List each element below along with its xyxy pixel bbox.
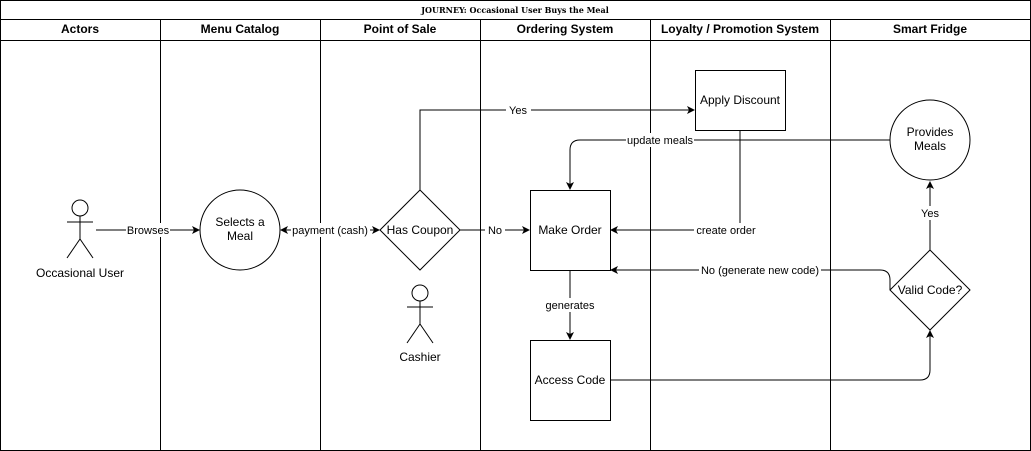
provides-meals-label-line2: Meals	[914, 139, 946, 153]
edge-label-generates: generates	[546, 300, 595, 312]
edge-label-bg	[543, 298, 597, 312]
edge-label-bg	[506, 103, 531, 117]
edge-label-no-new-code: No (generate new code)	[701, 265, 819, 277]
edge-label-browses: Browses	[127, 225, 170, 237]
make-order-node	[530, 190, 611, 271]
edge-label-bg	[485, 223, 505, 237]
occasional-user-icon	[66, 199, 94, 259]
edge-label-update-meals: update meals	[627, 135, 694, 147]
edge-access-to-validate	[610, 330, 934, 381]
apply-discount-node	[695, 70, 786, 131]
edge-label-bg	[694, 223, 758, 237]
apply-discount-label: Apply Discount	[700, 93, 781, 107]
lane-header-loyalty-promotion: Loyalty / Promotion System	[661, 22, 819, 36]
diagram-title: JOURNEY: Occasional User Buys the Meal	[420, 5, 609, 15]
edge-label-yes-provide: Yes	[921, 208, 939, 220]
access-code-node	[530, 340, 611, 421]
selects-meal-label-line2: Meal	[227, 229, 253, 243]
lane-header-actors: Actors	[61, 22, 99, 36]
edge-label-no: No	[488, 225, 502, 237]
lane-header-ordering-system: Ordering System	[517, 22, 614, 36]
valid-code-label: Valid Code?	[898, 283, 963, 297]
valid-code-node	[889, 249, 971, 331]
lane-header-smart-fridge: Smart Fridge	[893, 22, 967, 36]
edge-label-bg	[291, 223, 370, 237]
edge-label-bg	[699, 263, 821, 277]
edge-label-bg	[126, 223, 170, 237]
selects-meal-node	[199, 189, 281, 271]
selects-meal-label-line1: Selects a	[215, 215, 265, 229]
occasional-user-label: Occasional User	[36, 266, 124, 280]
has-coupon-label: Has Coupon	[387, 223, 454, 237]
provides-meals-node	[889, 99, 971, 181]
has-coupon-node	[379, 189, 461, 271]
edge-label-payment: payment (cash)	[292, 225, 368, 237]
edge-update-meals	[566, 139, 890, 190]
edge-label-create-order: create order	[696, 225, 756, 237]
make-order-label: Make Order	[538, 223, 601, 237]
cashier-icon	[406, 284, 434, 344]
edge-label-yes-discount: Yes	[509, 105, 527, 117]
cashier-label: Cashier	[399, 350, 440, 364]
edge-yes-coupon	[419, 106, 695, 190]
provides-meals-label-line1: Provides	[907, 125, 954, 139]
lane-header-menu-catalog: Menu Catalog	[201, 22, 280, 36]
edge-no-new-code	[610, 266, 891, 290]
edge-label-bg	[626, 133, 694, 147]
access-code-label: Access Code	[535, 373, 606, 387]
lane-header-point-of-sale: Point of Sale	[364, 22, 437, 36]
edge-label-bg	[917, 206, 943, 220]
